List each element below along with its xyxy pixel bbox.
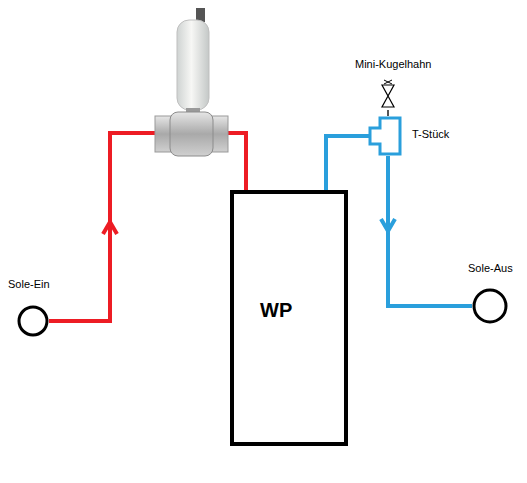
tee-fitting-outline <box>368 116 408 156</box>
pipe-connector <box>49 133 246 321</box>
pipe-line <box>49 133 246 321</box>
part-label: Mini-Kugelhahn <box>355 58 431 71</box>
pipe-line <box>387 110 389 116</box>
port-circle <box>474 290 506 322</box>
brine-inlet-port-outline <box>17 305 49 337</box>
brine-inlet-port: Sole-Ein <box>17 305 49 337</box>
part-label: T-Stück <box>412 128 449 141</box>
valve-handle <box>384 80 392 84</box>
tee-fitting: T-Stück <box>368 116 408 156</box>
brine-outlet-port: Sole-Aus <box>472 288 508 324</box>
pipe-line <box>388 156 472 306</box>
pipe-connector <box>388 110 389 116</box>
flow-arrowhead <box>381 219 395 231</box>
ball-valve-outline <box>381 80 395 110</box>
part-label: Sole-Aus <box>468 262 513 275</box>
expansion-vessel <box>177 20 209 110</box>
valve-symbol <box>382 85 394 107</box>
pipe-connector <box>326 136 369 190</box>
tee-outline <box>370 118 400 154</box>
pipe-fitting <box>212 116 228 152</box>
ball-valve: Mini-Kugelhahn <box>381 80 395 110</box>
box-label: WP <box>260 298 292 322</box>
flow-arrowhead <box>103 222 117 234</box>
air-separator-body <box>170 112 213 156</box>
pipe-line <box>326 136 369 190</box>
heat-pump-box: WP <box>230 190 348 446</box>
port-circle <box>19 307 47 335</box>
part-label: Sole-Ein <box>8 278 50 291</box>
brine-outlet-port-outline <box>472 288 508 324</box>
box-outline <box>232 192 346 444</box>
pipe-fitting <box>155 116 171 152</box>
pipe-connector <box>381 156 472 306</box>
